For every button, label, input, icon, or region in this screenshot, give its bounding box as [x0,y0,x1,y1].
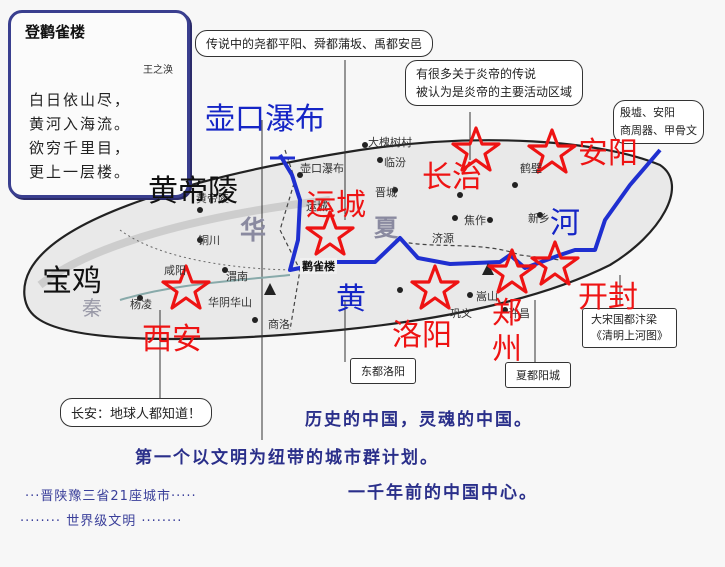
map-label: 嵩山 [476,290,498,303]
yellow-river [278,148,662,272]
xian-label: 西安 [142,322,202,357]
zhengzhou-callout: 夏都阳城 [505,362,571,388]
poem-author: 王之涣 [143,65,173,76]
changzhi-label: 长治 [422,160,482,195]
map-label: 大槐树村 [368,136,412,149]
star-yuncheng [305,210,355,256]
poem-line: 更上一层楼。 [29,163,132,181]
hukou-label: 壶口瀑布 [205,102,325,137]
kaifeng-callout: 大宋国都汴梁 《清明上河图》 [582,308,677,348]
dots: ··· [25,489,41,504]
footer-line1: 历史的中国，灵魂的中国。 [305,410,533,430]
region-label-qin: 秦 [82,296,102,320]
luoyang-callout: 东都洛阳 [350,358,416,384]
poem-box: 登鹳雀楼 王之涣 白日依山尽， 黄河入海流。 欲穷千里目， 更上一层楼。 [8,10,190,198]
xian-callout: 长安：地球人都知道！ [60,398,213,427]
anyang-label: 安阳 [578,136,638,171]
star-anyang [527,128,577,174]
map-label: 渭南 [226,270,248,283]
poem-title: 登鹳雀楼 [25,23,86,41]
poem-line: 欲穷千里目， [29,139,132,157]
map-label: 壶口瀑布 [300,162,344,175]
callout-line: 《清明上河图》 [591,329,668,342]
map-label: 黄帝陵 [196,192,229,205]
star-zhengzhou [487,248,537,294]
poem-line: 黄河入海流。 [29,115,132,133]
province-border [279,149,301,331]
callout-line: 大宋国都汴梁 [591,313,657,326]
anyang-callout: 殷墟、安阳 商周器、甲骨文 [613,100,704,144]
huang-label: 黄 [336,282,366,317]
map-label: 焦作 [464,214,486,227]
map-label: 济源 [432,232,454,245]
map-label: 晋城 [375,186,397,199]
footer-small2: ········ 世界级文明 ········ [20,510,182,529]
map-label: 新乡 [528,212,550,225]
footer-small1-text: 晋陕豫三省21座城市 [40,489,171,504]
map-label: 华阴华山 [208,296,252,309]
map-label: 商洛 [268,318,290,331]
legend-capitals-callout: 传说中的尧都平阳、舜都蒲坂、禹都安邑 [195,30,434,57]
callout-line: 殷墟、安阳 [620,106,675,119]
poem-line: 白日依山尽， [29,91,132,109]
map-label: 临汾 [384,156,406,169]
zhengzhou-label: 郑州 [492,296,522,367]
star-changzhi [451,126,501,172]
baoji-label: 宝鸡 [42,264,102,299]
callout-line: 商周器、甲骨文 [620,124,697,137]
footer-line2: 第一个以文明为纽带的城市群计划。 [135,448,439,468]
guanque-label: 鹳雀楼 [300,258,337,274]
wei-river [119,274,291,301]
dots: ········ [20,514,67,529]
region-label-xia: 夏 [374,214,398,242]
footer-small1: ···晋陕豫三省21座城市····· [25,485,197,504]
he-label: 河 [550,206,580,241]
map-label: 鹤壁 [520,162,542,175]
map-label: 杨凌 [130,298,152,311]
yuncheng-label: 运城 [306,188,366,223]
map-label: 巩义 [450,307,472,320]
region-label-hua: 华 [240,216,267,246]
huangdi-label: 黄帝陵 [148,174,238,209]
star-luoyang [410,264,460,310]
footer-small2-text: 世界级文明 [66,514,137,529]
yan-emperor-callout: 有很多关于炎帝的传说 被认为是炎帝的主要活动区域 [405,60,584,106]
map-label: 运城 [306,200,328,213]
footer-line3: 一千年前的中国中心。 [348,483,538,503]
star-xian [161,264,211,310]
callout-line: 有很多关于炎帝的传说 [416,67,537,81]
map-label: 咸阳 [164,264,186,277]
luoyang-label: 洛阳 [392,318,452,353]
map-label: 许昌 [508,307,530,320]
map-label: 铜川 [198,234,220,247]
kaifeng-label: 开封 [578,280,638,315]
callout-line: 被认为是炎帝的主要活动区域 [416,85,573,99]
dots: ····· [170,489,197,504]
dots: ········ [136,514,183,529]
star-kaifeng [530,240,580,286]
